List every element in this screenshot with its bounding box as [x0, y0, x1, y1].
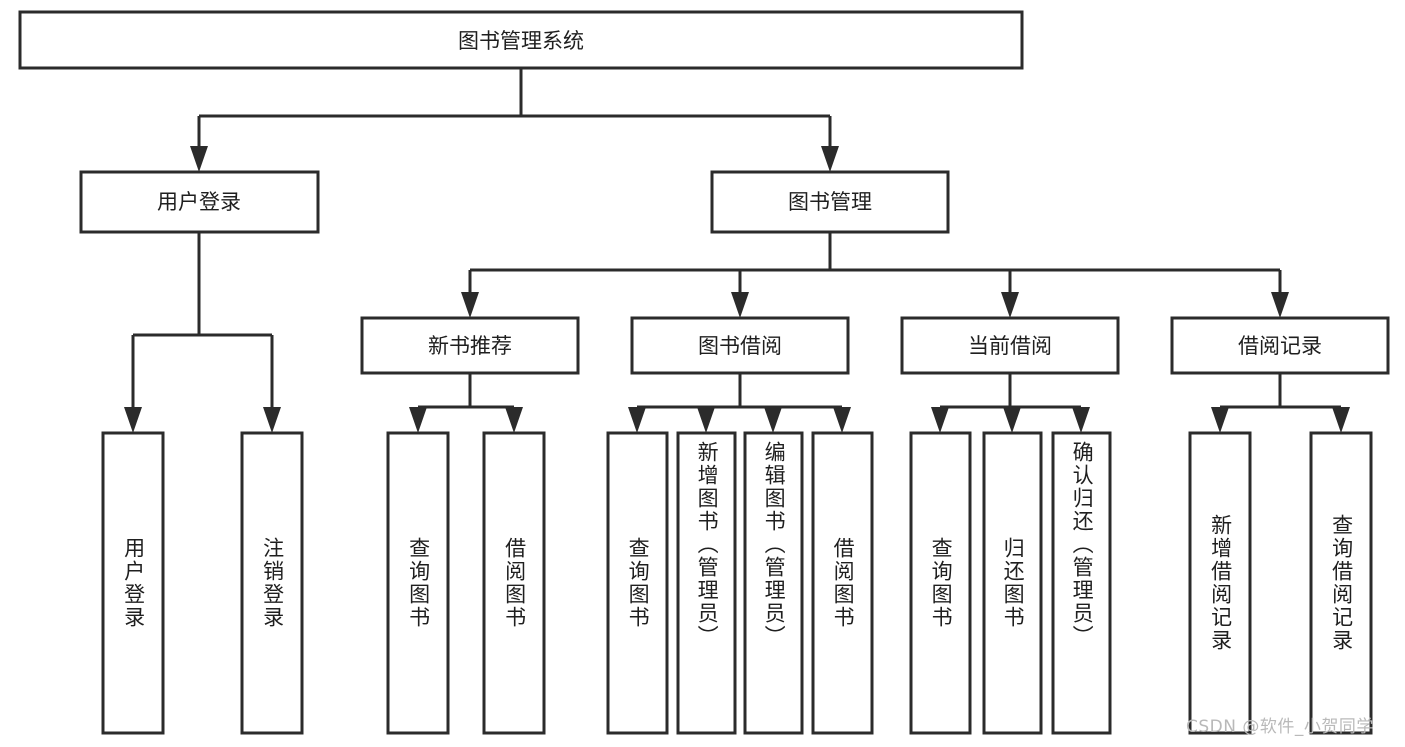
connector-group-current-borrow-to-leaves: [931, 373, 1090, 433]
node-leaf-logout-box[interactable]: [240, 431, 304, 735]
node-leaf-user-login-box[interactable]: [101, 431, 165, 735]
node-leaf-query-book-2-box[interactable]: [606, 431, 669, 735]
connector-group-root-to-level1: [190, 68, 839, 172]
arrowhead-leaf-user-login: [124, 407, 142, 433]
connector-group-book-borrow-to-leaves: [628, 373, 851, 433]
node-leaf-confirm-return-box[interactable]: [1051, 431, 1112, 735]
node-current-borrow[interactable]: 当前借阅: [900, 316, 1120, 375]
node-leaf-add-record-box[interactable]: [1188, 431, 1252, 735]
arrowhead-leaf-borrow-book-2: [833, 407, 851, 433]
arrowhead-book-manage: [821, 146, 839, 172]
node-leaf-borrow-book-1-box[interactable]: [482, 431, 546, 735]
node-root[interactable]: 图书管理系统: [18, 10, 1024, 70]
node-leaf-edit-book-box[interactable]: [743, 431, 804, 735]
arrowhead-new-book-rec: [461, 292, 479, 318]
node-new-book-rec-label: 新书推荐: [428, 334, 512, 358]
node-leaf-return-book-box[interactable]: [982, 431, 1043, 735]
arrowhead-leaf-return-book: [1003, 407, 1021, 433]
connector-group-borrow-record-to-leaves: [1211, 373, 1350, 433]
arrowhead-leaf-query-record: [1332, 407, 1350, 433]
connector-group-new-book-rec-to-leaves: [409, 373, 523, 433]
arrowhead-borrow-record: [1271, 292, 1289, 318]
arrowhead-leaf-add-book: [697, 407, 715, 433]
node-borrow-record-box[interactable]: [1170, 316, 1390, 375]
csdn-watermark: CSDN @软件_小贺同学: [1186, 717, 1374, 737]
node-book-manage-box[interactable]: [710, 170, 950, 234]
node-leaf-borrow-book-2-box[interactable]: [811, 431, 874, 735]
node-new-book-rec-box[interactable]: [360, 316, 580, 375]
arrowhead-current-borrow: [1001, 292, 1019, 318]
node-book-borrow-box[interactable]: [630, 316, 850, 375]
arrowhead-book-borrow: [731, 292, 749, 318]
node-leaf-query-book-1-box[interactable]: [386, 431, 450, 735]
node-book-manage[interactable]: 图书管理: [710, 170, 950, 234]
node-current-borrow-box[interactable]: [900, 316, 1120, 375]
arrowhead-leaf-borrow-book-1: [505, 407, 523, 433]
arrowhead-leaf-query-book-3: [931, 407, 949, 433]
node-borrow-record-label: 借阅记录: [1238, 334, 1322, 358]
node-user-login[interactable]: 用户登录: [79, 170, 320, 234]
node-current-borrow-label: 当前借阅: [968, 334, 1052, 358]
node-user-login-box[interactable]: [79, 170, 320, 234]
arrowhead-leaf-edit-book: [764, 407, 782, 433]
node-leaf-query-record-box[interactable]: [1309, 431, 1373, 735]
node-book-manage-label: 图书管理: [788, 190, 872, 214]
node-leaf-query-book-3-box[interactable]: [909, 431, 972, 735]
arrowhead-leaf-query-book-2: [628, 407, 646, 433]
node-borrow-record[interactable]: 借阅记录: [1170, 316, 1390, 375]
node-new-book-rec[interactable]: 新书推荐: [360, 316, 580, 375]
node-root-label: 图书管理系统: [458, 29, 584, 53]
connector-group-book-manage-to-level2: [461, 232, 1289, 318]
arrowhead-user-login: [190, 146, 208, 172]
arrowhead-leaf-add-record: [1211, 407, 1229, 433]
node-book-borrow[interactable]: 图书借阅: [630, 316, 850, 375]
arrowhead-leaf-query-book-1: [409, 407, 427, 433]
node-user-login-label: 用户登录: [157, 190, 241, 214]
node-book-borrow-label: 图书借阅: [698, 334, 782, 358]
arrowhead-leaf-logout: [263, 407, 281, 433]
node-root-box[interactable]: [18, 10, 1024, 70]
connector-group-user-login-to-leaves: [124, 232, 281, 433]
node-leaf-add-book-box[interactable]: [676, 431, 737, 735]
arrowhead-leaf-confirm-return: [1072, 407, 1090, 433]
